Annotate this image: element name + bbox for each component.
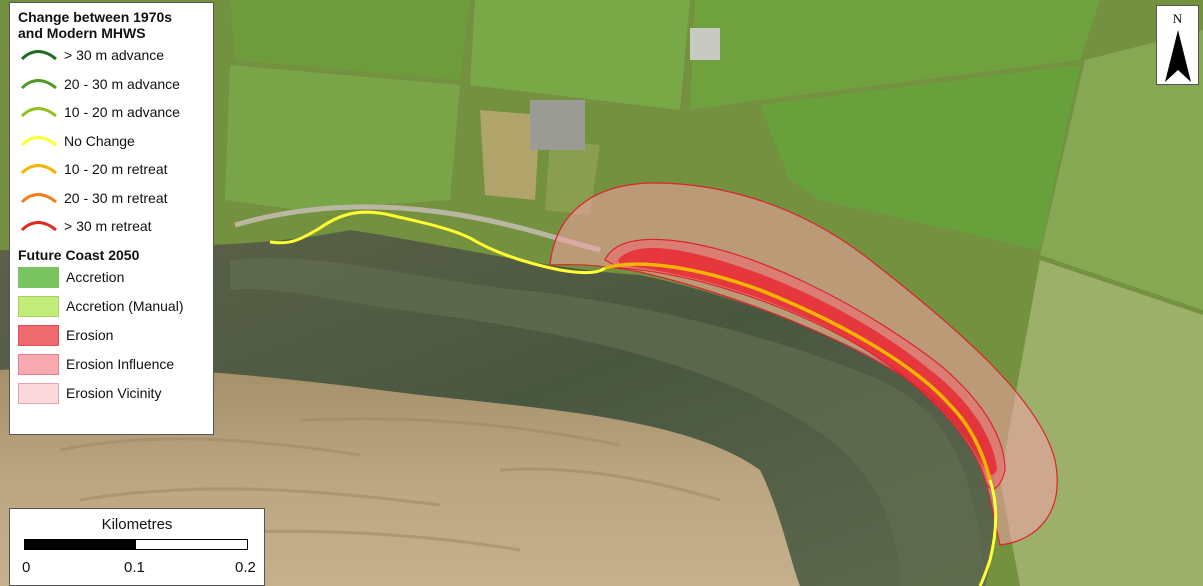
field	[470, 0, 690, 110]
retreat-line	[604, 262, 992, 481]
line-symbol-icon	[20, 135, 57, 146]
legend-item-future: Accretion (Manual)	[18, 292, 205, 321]
field	[545, 140, 600, 215]
legend-item-label: Accretion (Manual)	[66, 298, 184, 314]
line-symbol-icon	[20, 192, 57, 203]
farm-buildings	[530, 100, 585, 150]
legend-title-line2: and Modern MHWS	[18, 25, 146, 41]
fill-swatch	[18, 324, 59, 346]
fill-swatch	[18, 266, 59, 288]
legend-item-label: 20 - 30 m advance	[64, 75, 180, 92]
legend-item-change: > 30 m retreat	[18, 212, 205, 241]
legend-item-label: 10 - 20 m advance	[64, 104, 180, 121]
legend-item-future: Erosion Influence	[18, 350, 205, 379]
field	[760, 65, 1080, 250]
line-symbol-icon	[20, 78, 57, 89]
legend-item-change: > 30 m advance	[18, 41, 205, 70]
line-symbol-icon	[20, 107, 57, 118]
map-legend: Change between 1970s and Modern MHWS > 3…	[9, 2, 214, 435]
scale-tick-2: 0.2	[235, 559, 256, 576]
no-change-line	[269, 210, 606, 275]
legend-title-line1: Change between 1970s	[18, 9, 173, 25]
fill-swatch	[18, 353, 59, 375]
line-symbol-icon	[20, 50, 57, 61]
legend-item-change: 10 - 20 m advance	[18, 98, 205, 127]
north-arrow: N	[1156, 5, 1199, 85]
legend-item-future: Accretion	[18, 263, 205, 292]
scale-title: Kilometres	[101, 516, 173, 533]
scale-bar: Kilometres 0 0.1 0.2	[9, 508, 265, 586]
line-symbol-icon	[20, 221, 57, 232]
scale-tick-1: 0.1	[124, 559, 145, 576]
legend-item-label: Erosion	[66, 327, 114, 343]
legend-item-label: > 30 m retreat	[64, 218, 152, 235]
sand-ripples	[59, 417, 721, 552]
north-label: N	[1172, 11, 1183, 26]
field	[480, 110, 540, 200]
legend-item-change: 20 - 30 m advance	[18, 70, 205, 99]
legend-title-future: Future Coast 2050	[18, 246, 140, 263]
field	[225, 65, 460, 210]
line-symbol-icon	[20, 164, 57, 175]
legend-item-label: 10 - 20 m retreat	[64, 161, 168, 178]
legend-item-label: No Change	[64, 132, 135, 149]
legend-item-change: 20 - 30 m retreat	[18, 184, 205, 213]
scale-bar-graphic	[24, 539, 248, 550]
north-arrow-icon	[1165, 30, 1191, 82]
farm-buildings	[690, 28, 720, 60]
legend-item-future: Erosion	[18, 321, 205, 350]
no-change-line	[978, 479, 998, 586]
legend-item-label: 20 - 30 m retreat	[64, 189, 168, 206]
field	[690, 0, 1100, 110]
field	[1040, 30, 1203, 310]
fill-swatch	[18, 382, 59, 404]
legend-item-label: Erosion Vicinity	[66, 385, 162, 401]
legend-item-label: Erosion Influence	[66, 356, 175, 372]
legend-item-future: Erosion Vicinity	[18, 379, 205, 408]
legend-item-label: Accretion	[66, 269, 125, 285]
field	[230, 0, 470, 80]
legend-item-change: 10 - 20 m retreat	[18, 155, 205, 184]
legend-item-change: No Change	[18, 127, 205, 156]
scale-tick-0: 0	[22, 559, 31, 576]
fill-swatch	[18, 295, 59, 317]
legend-item-label: > 30 m advance	[64, 47, 165, 64]
intertidal-zone	[230, 257, 985, 586]
